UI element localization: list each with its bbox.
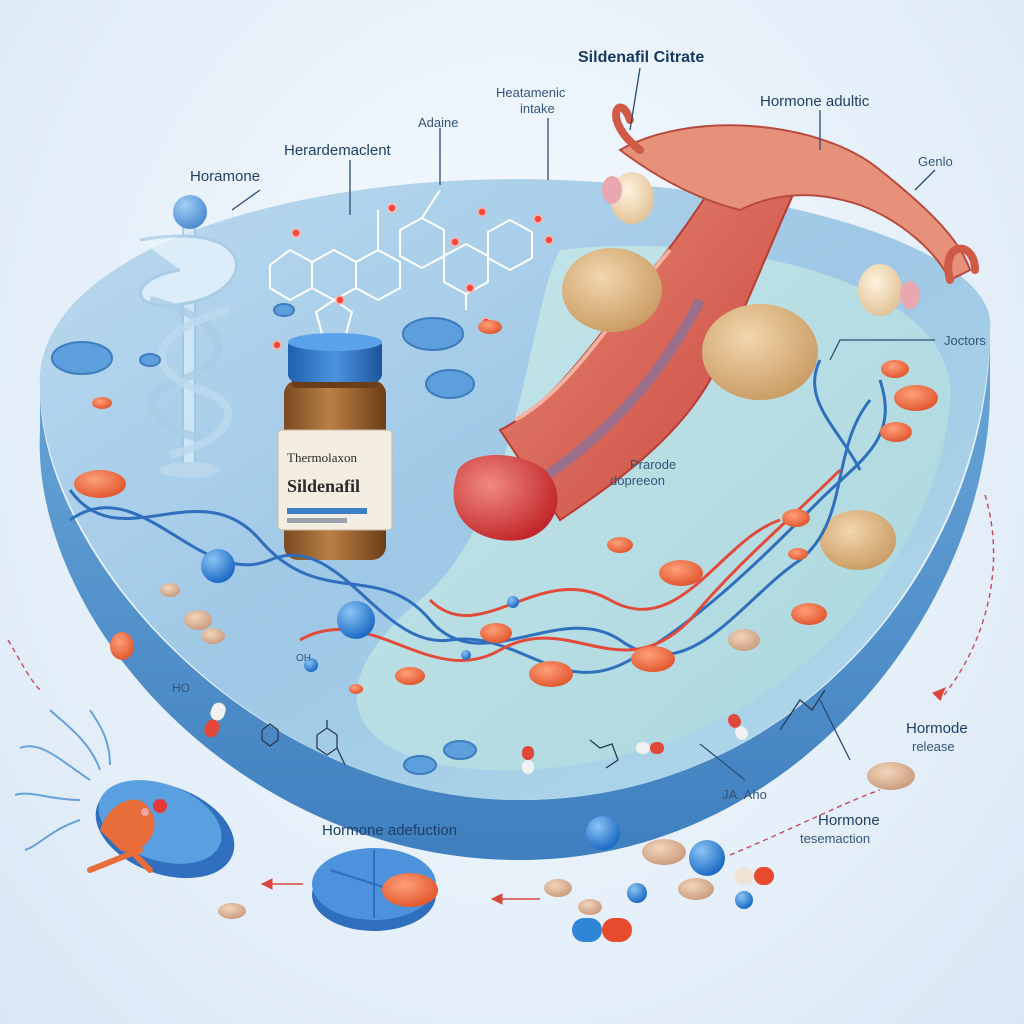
ovary-right <box>858 264 902 316</box>
chemical-sketches <box>261 689 826 769</box>
gland-upper <box>562 248 662 332</box>
capsule-icon <box>204 702 774 942</box>
label-release: release <box>912 739 955 754</box>
label-hormode: Hormode <box>906 720 968 737</box>
label-oh: OH <box>296 653 311 664</box>
label-herardemaclent: Herardemaclent <box>284 142 391 159</box>
label-intake: intake <box>520 101 555 116</box>
neuron-icon <box>14 709 235 879</box>
vial-label-line2: Sildenafil <box>287 476 360 496</box>
reproductive-organ-icon <box>453 103 979 570</box>
label-dopreeon: dopreeon <box>610 473 665 488</box>
blue-spheres <box>201 549 753 909</box>
gland-lower <box>702 304 818 400</box>
dashed-arrows <box>7 494 995 856</box>
label-horamone: Horamone <box>190 168 261 185</box>
arrow-heads <box>260 687 946 905</box>
vial-label <box>277 429 393 531</box>
label-prarode: Prarode <box>630 457 677 472</box>
molecule-structure-icon <box>269 189 554 350</box>
label-adaine: Adaine <box>418 115 459 130</box>
glass-caduceus-icon <box>139 195 238 478</box>
tan-tablets <box>160 583 915 919</box>
label-ja-aho: JA. Aho <box>722 787 767 802</box>
gland-side <box>820 510 896 570</box>
label-hormone-lower: Hormone <box>818 812 880 829</box>
orange-tablets <box>74 320 938 694</box>
label-genlo: Genlo <box>918 154 953 169</box>
organ-uterus <box>618 124 972 282</box>
label-hormone-adultic: Hormone adultic <box>760 93 870 110</box>
leader-lines <box>231 67 936 781</box>
organ-head <box>453 455 558 541</box>
tablet-icon <box>312 848 438 931</box>
caduceus-ball <box>173 195 207 229</box>
label-sildenafil-citrate: Sildenafil Citrate <box>578 49 705 66</box>
label-heatamenic: Heatamenic <box>496 85 566 100</box>
label-joctors: Joctors <box>944 333 986 348</box>
blue-tablets <box>51 303 477 775</box>
medicine-vial-icon: Thermolaxon Sildenafil <box>277 333 393 560</box>
label-tesemaction: tesemaction <box>800 831 871 846</box>
vial-label-line1: Thermolaxon <box>287 450 358 465</box>
label-hormone-adefuction: Hormone adefuction <box>322 822 458 839</box>
label-ho: HO <box>172 681 190 695</box>
